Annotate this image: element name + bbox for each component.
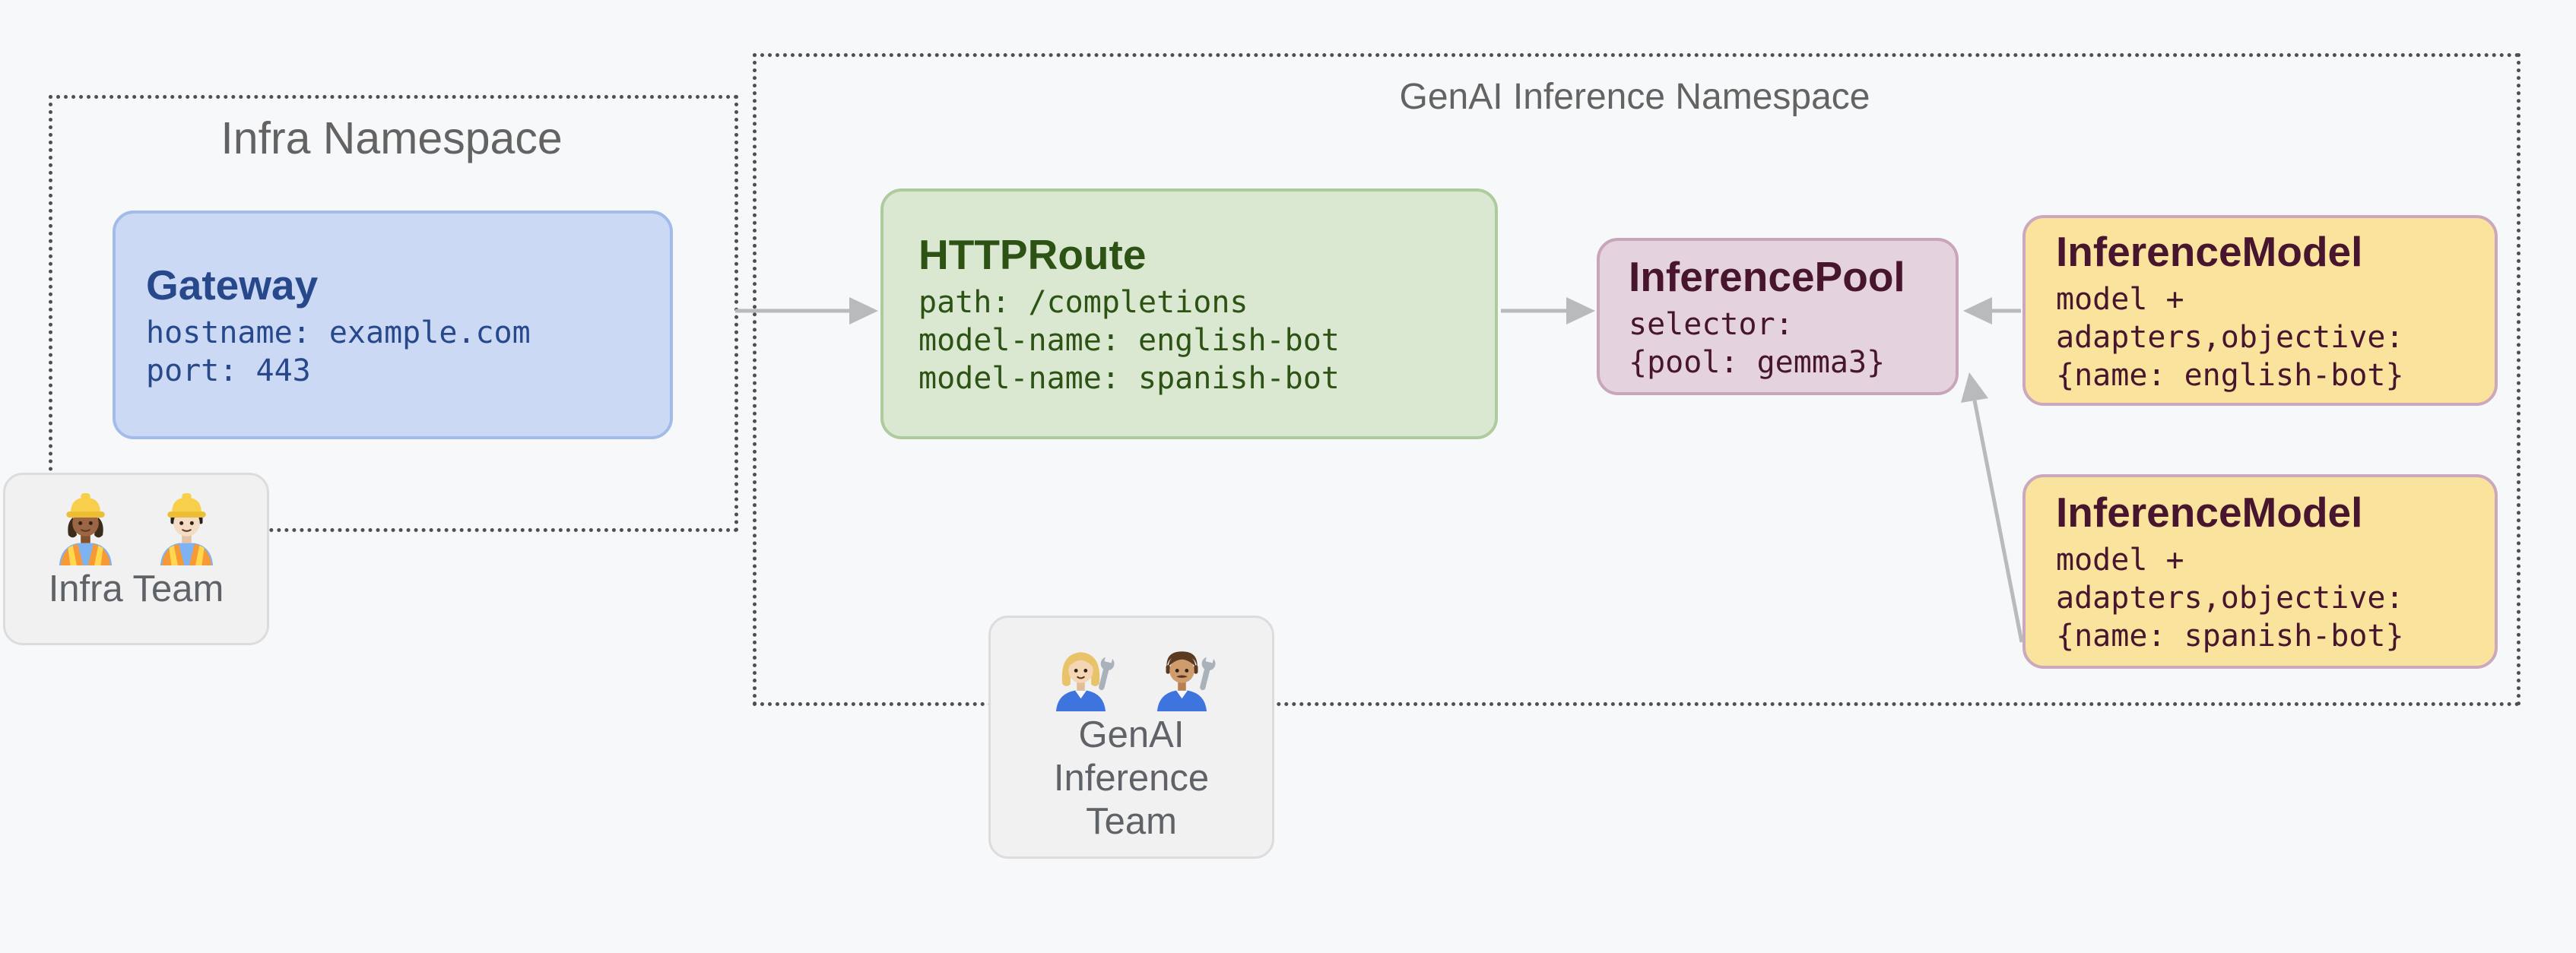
httproute-title: HTTPRoute — [918, 231, 1147, 278]
wrench-icon — [1200, 653, 1216, 691]
httproute-model-english: model-name: english-bot — [918, 323, 1340, 358]
inference-model-spanish-line-3: {name: spanish-bot} — [2056, 619, 2404, 654]
genai-team-label: GenAI Inference Team — [1053, 714, 1210, 842]
woman-mechanic-icon — [1055, 652, 1115, 711]
gateway-hostname: hostname: example.com — [146, 315, 531, 350]
inference-model-spanish-line-2: adapters,objective: — [2056, 581, 2404, 616]
inference-pool-selector: selector: — [1629, 306, 1794, 342]
genai-team-figures — [1041, 632, 1222, 711]
inference-model-english-line-2: adapters,objective: — [2056, 319, 2404, 355]
inference-model-spanish-title: InferenceModel — [2056, 489, 2363, 536]
woman-construction-worker-icon — [59, 492, 113, 565]
inference-model-english-title: InferenceModel — [2056, 227, 2363, 275]
httproute-model-spanish: model-name: spanish-bot — [918, 361, 1340, 396]
httproute-path: path: /completions — [918, 285, 1248, 320]
httproute-node: HTTPRoute path: /completions model-name:… — [880, 188, 1498, 439]
inference-model-english-line-1: model + — [2056, 281, 2184, 317]
infra-team-label: Infra Team — [48, 568, 224, 609]
inference-model-spanish-node: InferenceModel model + adapters,objectiv… — [2022, 474, 2498, 669]
man-mechanic-icon — [1156, 651, 1216, 711]
inference-model-english-node: InferenceModel model + adapters,objectiv… — [2022, 215, 2498, 406]
infra-namespace-box — [49, 95, 738, 532]
genai-team-card: GenAI Inference Team — [988, 616, 1274, 859]
inference-model-english-line-3: {name: english-bot} — [2056, 357, 2404, 393]
wrench-icon — [1099, 653, 1115, 691]
inference-pool-selector-value: {pool: gemma3} — [1629, 344, 1886, 380]
inference-model-spanish-line-1: model + — [2056, 543, 2184, 578]
genai-namespace-title: GenAI Inference Namespace — [1399, 77, 1870, 117]
genai-namespace-box — [753, 53, 2520, 706]
infra-namespace-title: Infra Namespace — [220, 113, 563, 163]
gateway-title: Gateway — [146, 261, 319, 309]
man-construction-worker-icon — [160, 492, 214, 565]
inference-pool-title: InferencePool — [1629, 252, 1905, 300]
inference-pool-node: InferencePool selector: {pool: gemma3} — [1597, 238, 1959, 395]
infra-team-figures — [46, 486, 227, 565]
gateway-port: port: 443 — [146, 353, 311, 388]
infra-team-card: Infra Team — [3, 473, 269, 645]
gateway-node: Gateway hostname: example.com port: 443 — [113, 211, 673, 439]
